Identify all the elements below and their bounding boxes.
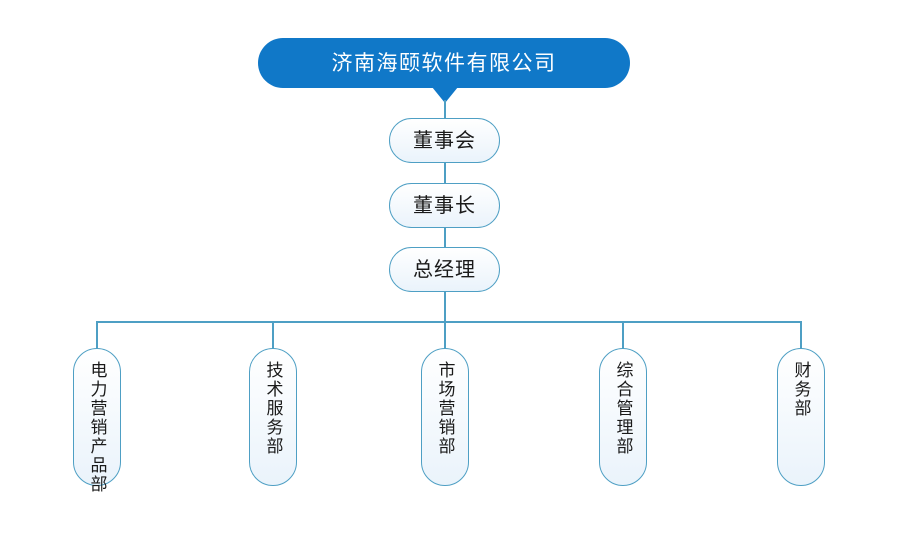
dept-node-finance[interactable]: 财务部 <box>777 348 825 486</box>
node-chairman[interactable]: 董事长 <box>389 183 500 228</box>
connector-bus-to-dept-2 <box>272 321 274 353</box>
dept-label-finance: 财务部 <box>791 361 811 418</box>
dept-node-market-marketing[interactable]: 市场营销部 <box>421 348 469 486</box>
node-general-manager[interactable]: 总经理 <box>389 247 500 292</box>
node-board-label: 董事会 <box>413 129 476 152</box>
dept-node-power-marketing-product[interactable]: 电力营销产品部 <box>73 348 121 494</box>
dept-label-power-marketing-product: 电力营销产品部 <box>87 361 107 494</box>
dept-node-general-management[interactable]: 综合管理部 <box>599 348 647 486</box>
dept-label-market-marketing: 市场营销部 <box>435 361 455 456</box>
node-general-manager-label: 总经理 <box>413 258 476 281</box>
dept-label-general-management: 综合管理部 <box>613 361 633 456</box>
dept-label-technical-service: 技术服务部 <box>263 361 283 456</box>
connector-bus-to-dept-5 <box>800 321 802 353</box>
connector-bus-to-dept-4 <box>622 321 624 353</box>
connector-banner-to-board <box>444 100 446 119</box>
connector-bus-to-dept-1 <box>96 321 98 353</box>
company-banner-label: 济南海颐软件有限公司 <box>331 51 557 75</box>
company-banner[interactable]: 济南海颐软件有限公司 <box>258 38 630 88</box>
connector-bus-to-dept-3 <box>444 321 446 353</box>
node-board[interactable]: 董事会 <box>389 118 500 163</box>
connector-chairman-to-gm <box>444 228 446 247</box>
connector-gm-to-bus <box>444 292 446 323</box>
connector-horizontal-bus <box>96 321 802 323</box>
node-chairman-label: 董事长 <box>413 194 476 217</box>
banner-tail-icon <box>432 87 458 103</box>
connector-board-to-chairman <box>444 163 446 183</box>
dept-node-technical-service[interactable]: 技术服务部 <box>249 348 297 486</box>
